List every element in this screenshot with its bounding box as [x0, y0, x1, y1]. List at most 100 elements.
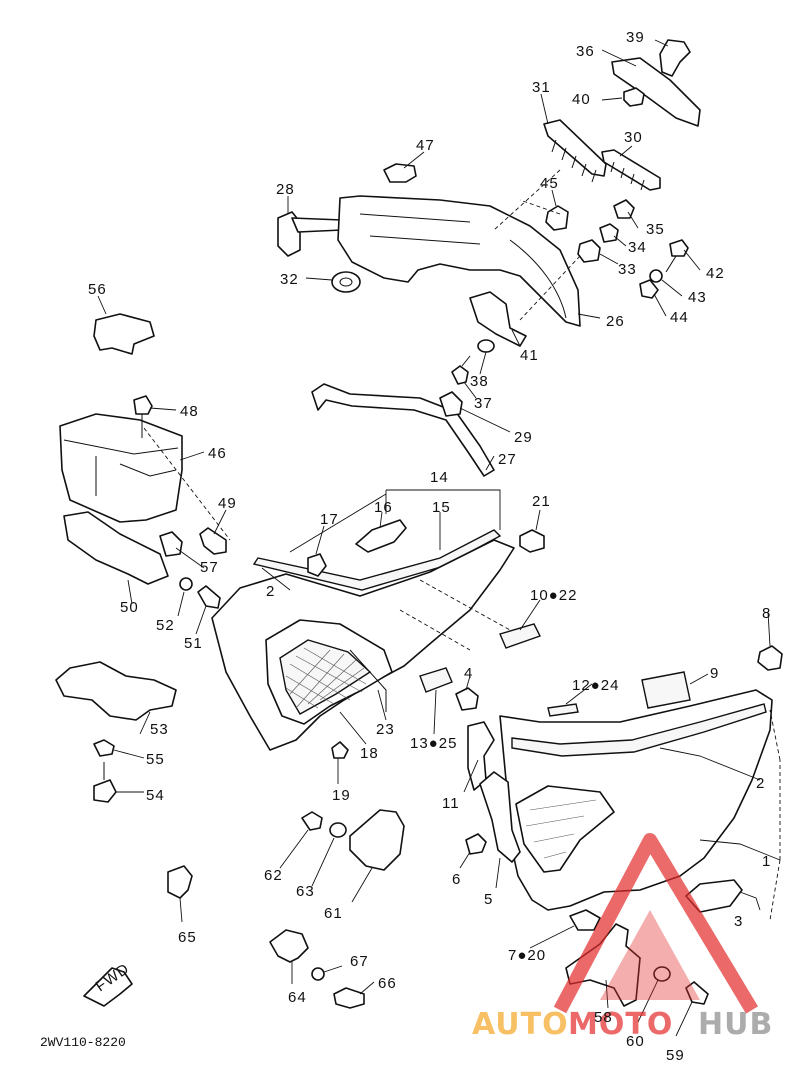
- part-8-grommet: [757, 645, 783, 671]
- part-47-clip: [383, 163, 417, 183]
- part-2-stripe-right: [511, 703, 767, 757]
- callout-59: 59: [666, 1047, 685, 1064]
- callout-12_24: 12●24: [572, 677, 619, 694]
- callout-27: 27: [498, 451, 517, 468]
- top-leader-lines: [287, 39, 701, 471]
- part-32-grommet: [331, 271, 361, 293]
- part-27-pipe: [311, 383, 495, 477]
- callout-38: 38: [470, 373, 489, 390]
- part-23-inner-line: [349, 649, 387, 712]
- watermark-triangle-icon: [553, 833, 759, 1014]
- part-46-contour: [63, 439, 179, 496]
- callout-6: 6: [452, 871, 461, 888]
- callout-4: 4: [464, 665, 473, 682]
- part-28-rod: [291, 217, 343, 233]
- callout-65: 65: [178, 929, 197, 946]
- part-60-washer: [653, 966, 671, 982]
- part-62-bolt: [301, 811, 323, 831]
- callout-57: 57: [200, 559, 219, 576]
- part-26-contour: [359, 213, 567, 319]
- part-34-nut: [599, 223, 619, 243]
- callout-49: 49: [218, 495, 237, 512]
- left-leader-lines: [97, 295, 231, 793]
- center-leader-lines: [261, 489, 541, 784]
- callout-55: 55: [146, 751, 165, 768]
- callout-62: 62: [264, 867, 283, 884]
- right-leader-lines: [459, 611, 781, 1037]
- callout-2b: 2: [756, 775, 765, 792]
- part-26-cowl: [337, 195, 581, 327]
- callout-47: 47: [416, 137, 435, 154]
- part-11-plate: [467, 721, 495, 791]
- part-16-emblem: [355, 519, 407, 553]
- part-19-screw: [331, 741, 349, 759]
- part-10-22-decal: [499, 623, 541, 649]
- callout-labels: 3936403130474535283442333243564426413837…: [88, 29, 771, 1064]
- callout-66: 66: [378, 975, 397, 992]
- part-7-20-clip: [569, 909, 601, 931]
- callout-18: 18: [360, 745, 379, 762]
- callout-63: 63: [296, 883, 315, 900]
- callout-31: 31: [532, 79, 551, 96]
- callout-43: 43: [688, 289, 707, 306]
- part-21-grommet: [519, 529, 545, 553]
- part-54-bolt: [93, 779, 117, 803]
- callout-58: 58: [594, 1009, 613, 1026]
- part-59-bolt: [685, 981, 709, 1005]
- part-36-bracket: [611, 57, 701, 127]
- callout-9: 9: [710, 665, 719, 682]
- callout-11: 11: [442, 795, 460, 812]
- part-5-bracket: [479, 771, 521, 863]
- part-35-screw: [613, 199, 635, 219]
- callout-67: 67: [350, 953, 369, 970]
- part-49-bolt: [199, 527, 227, 555]
- part-64-bracket: [269, 929, 309, 963]
- part-1-window: [515, 785, 615, 873]
- callout-32: 32: [280, 271, 299, 288]
- part-37-shank: [461, 355, 471, 367]
- part-38-washer: [477, 339, 495, 353]
- callout-19: 19: [332, 787, 351, 804]
- callout-53: 53: [150, 721, 169, 738]
- callout-61: 61: [324, 905, 343, 922]
- callout-5: 5: [484, 891, 493, 908]
- callout-39: 39: [626, 29, 645, 46]
- callout-3: 3: [734, 913, 743, 930]
- callout-23: 23: [376, 721, 395, 738]
- part-53-bracket: [55, 661, 177, 721]
- callout-40: 40: [572, 91, 591, 108]
- callout-29: 29: [514, 429, 533, 446]
- callout-45: 45: [540, 175, 559, 192]
- bottom-leader-lines: [179, 829, 375, 995]
- part-61-plate: [349, 809, 405, 871]
- part-42-shank: [665, 255, 677, 273]
- callout-42: 42: [706, 265, 725, 282]
- part-31-teeth: [551, 139, 597, 183]
- part-40-nut: [623, 87, 645, 107]
- callout-15: 15: [432, 499, 451, 516]
- callout-16: 16: [374, 499, 393, 516]
- part-48-bolt: [133, 395, 153, 415]
- part-6-screw: [465, 833, 487, 855]
- part-18-mesh: [279, 639, 372, 715]
- part-45-clip: [545, 205, 569, 231]
- callout-34: 34: [628, 239, 647, 256]
- part-32-hole: [339, 277, 353, 287]
- part-30-bracket: [601, 149, 661, 191]
- cowl-assembly: [277, 39, 701, 477]
- part-1-window-hatch: [525, 799, 597, 859]
- callout-37: 37: [474, 395, 493, 412]
- part-51-bolt: [197, 585, 221, 609]
- part-56-bracket: [93, 313, 155, 355]
- callout-1: 1: [762, 853, 771, 870]
- automotohub-watermark: AUTO MOTO HUB: [472, 833, 772, 1042]
- part-50-bracket: [63, 511, 169, 585]
- callout-36: 36: [576, 43, 595, 60]
- callout-41: 41: [520, 347, 539, 364]
- callout-50: 50: [120, 599, 139, 616]
- watermark-moto: MOTO: [568, 1007, 673, 1042]
- part-4-collar: [455, 687, 479, 711]
- fwd-arrow-icon: [83, 967, 133, 1007]
- part-30-teeth: [610, 161, 645, 191]
